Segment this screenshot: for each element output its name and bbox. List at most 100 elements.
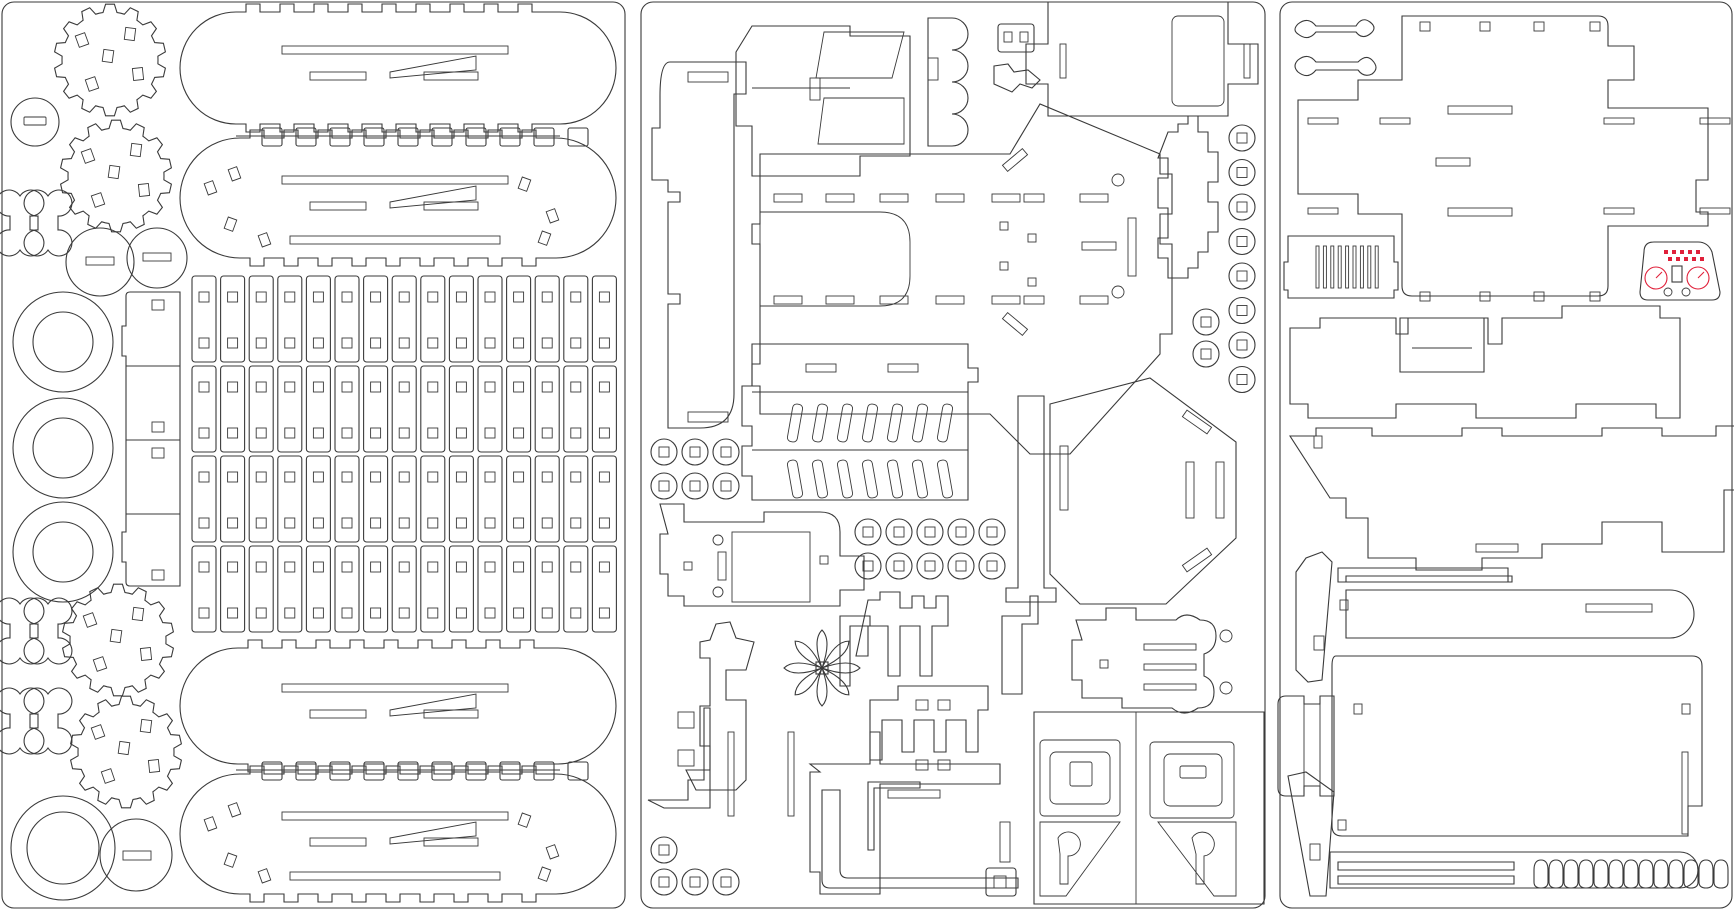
track-slot: [423, 709, 479, 719]
tread-hole: [541, 607, 553, 619]
bracket-window: [815, 31, 905, 79]
shell-slot: [1533, 291, 1545, 302]
box-window: [1039, 739, 1121, 817]
vent-slot: [786, 403, 804, 443]
ring-hole: [689, 480, 701, 492]
grille-frame: [1283, 235, 1399, 299]
box-side: [1033, 711, 1265, 905]
ring-hole: [1236, 305, 1248, 316]
gear-hole: [131, 67, 145, 81]
tread-hole: [427, 291, 439, 303]
gauge-needle: [1697, 271, 1705, 279]
ramp-long: [1345, 589, 1695, 639]
chain-link: [1713, 859, 1729, 889]
servo-window: [731, 531, 811, 603]
grille-slot: [1345, 245, 1350, 289]
body-notch: [1313, 435, 1323, 449]
tab-hole: [1003, 31, 1013, 43]
tread-link: [533, 127, 555, 147]
tread-link: [563, 545, 589, 633]
tread-hole: [598, 607, 610, 619]
dashboard: [1639, 241, 1721, 301]
grille-slot: [1315, 245, 1320, 289]
tread-link: [305, 275, 331, 363]
base-hole: [1353, 703, 1363, 715]
tread-hole: [198, 337, 210, 349]
ring: [1228, 296, 1256, 325]
tread-hole: [312, 561, 324, 573]
housing-hole: [1099, 659, 1109, 669]
tread-link: [277, 455, 303, 543]
tread-link: [363, 365, 389, 453]
chassis-hole: [1027, 277, 1037, 287]
box-hole: [1069, 761, 1093, 787]
ring: [978, 518, 1006, 546]
ring: [1228, 158, 1256, 187]
tread-hole: [255, 427, 267, 439]
tread-hole: [484, 561, 496, 573]
tread-hole: [255, 381, 267, 393]
bone-part: [1294, 19, 1375, 39]
box-window-inner: [1163, 753, 1223, 807]
fan-icon: [783, 629, 861, 707]
grille-slot-group: [1315, 245, 1379, 289]
tread-link: [220, 545, 246, 633]
housing-hole: [1219, 629, 1233, 643]
arm-hole: [677, 711, 695, 729]
shell-slot-group: [1307, 21, 1731, 302]
shell-slot: [1307, 207, 1339, 215]
tread-link: [295, 127, 317, 147]
ring: [916, 552, 944, 580]
spacer-link: [23, 189, 73, 257]
tread-hole: [570, 427, 582, 439]
ring-hole: [986, 560, 998, 572]
track-hole: [203, 816, 218, 832]
ring: [1228, 262, 1256, 290]
ring: [712, 472, 740, 500]
fan-blade: [816, 629, 828, 670]
tread-hole: [341, 607, 353, 619]
gear-hole: [131, 606, 145, 622]
tread-link: [261, 761, 283, 781]
ring-hole: [689, 876, 701, 888]
tread-hole: [370, 427, 382, 439]
tread-link: [477, 275, 503, 363]
chain-link: [1548, 859, 1564, 889]
grille-slot: [1367, 245, 1372, 289]
bone-part: [1294, 55, 1377, 77]
tread-hole: [284, 561, 296, 573]
housing-hole: [1219, 681, 1233, 695]
tread-hole: [427, 381, 439, 393]
battery-slot: [1243, 43, 1251, 79]
ring: [1228, 227, 1256, 256]
gear-hole: [92, 656, 108, 672]
ring: [681, 438, 709, 466]
tread-hole: [198, 291, 210, 303]
ring-hole: [1236, 201, 1248, 213]
dash-led: [1668, 257, 1672, 261]
shell-slot: [1479, 291, 1491, 302]
gear-hole: [82, 612, 98, 628]
tread-hole: [284, 337, 296, 349]
tread-hole: [513, 517, 525, 529]
tread-link: [567, 761, 589, 781]
chain-link: [1593, 859, 1609, 889]
tread-hole: [541, 517, 553, 529]
track-hole: [517, 176, 532, 192]
small-square: [985, 867, 1017, 897]
tread-link: [305, 365, 331, 453]
lever-part: [647, 707, 711, 809]
chassis-cutout: [759, 211, 911, 307]
vent-slot: [861, 459, 879, 499]
tread-link: [563, 365, 589, 453]
ring: [712, 868, 740, 896]
chassis-slot: [1081, 241, 1117, 251]
ramp-slot: [1585, 603, 1653, 613]
clip-part: [927, 17, 969, 147]
tread-link: [305, 455, 331, 543]
ring: [650, 472, 678, 500]
dash-knob: [1681, 287, 1691, 297]
track-hole: [257, 868, 272, 884]
tread-hole: [570, 381, 582, 393]
